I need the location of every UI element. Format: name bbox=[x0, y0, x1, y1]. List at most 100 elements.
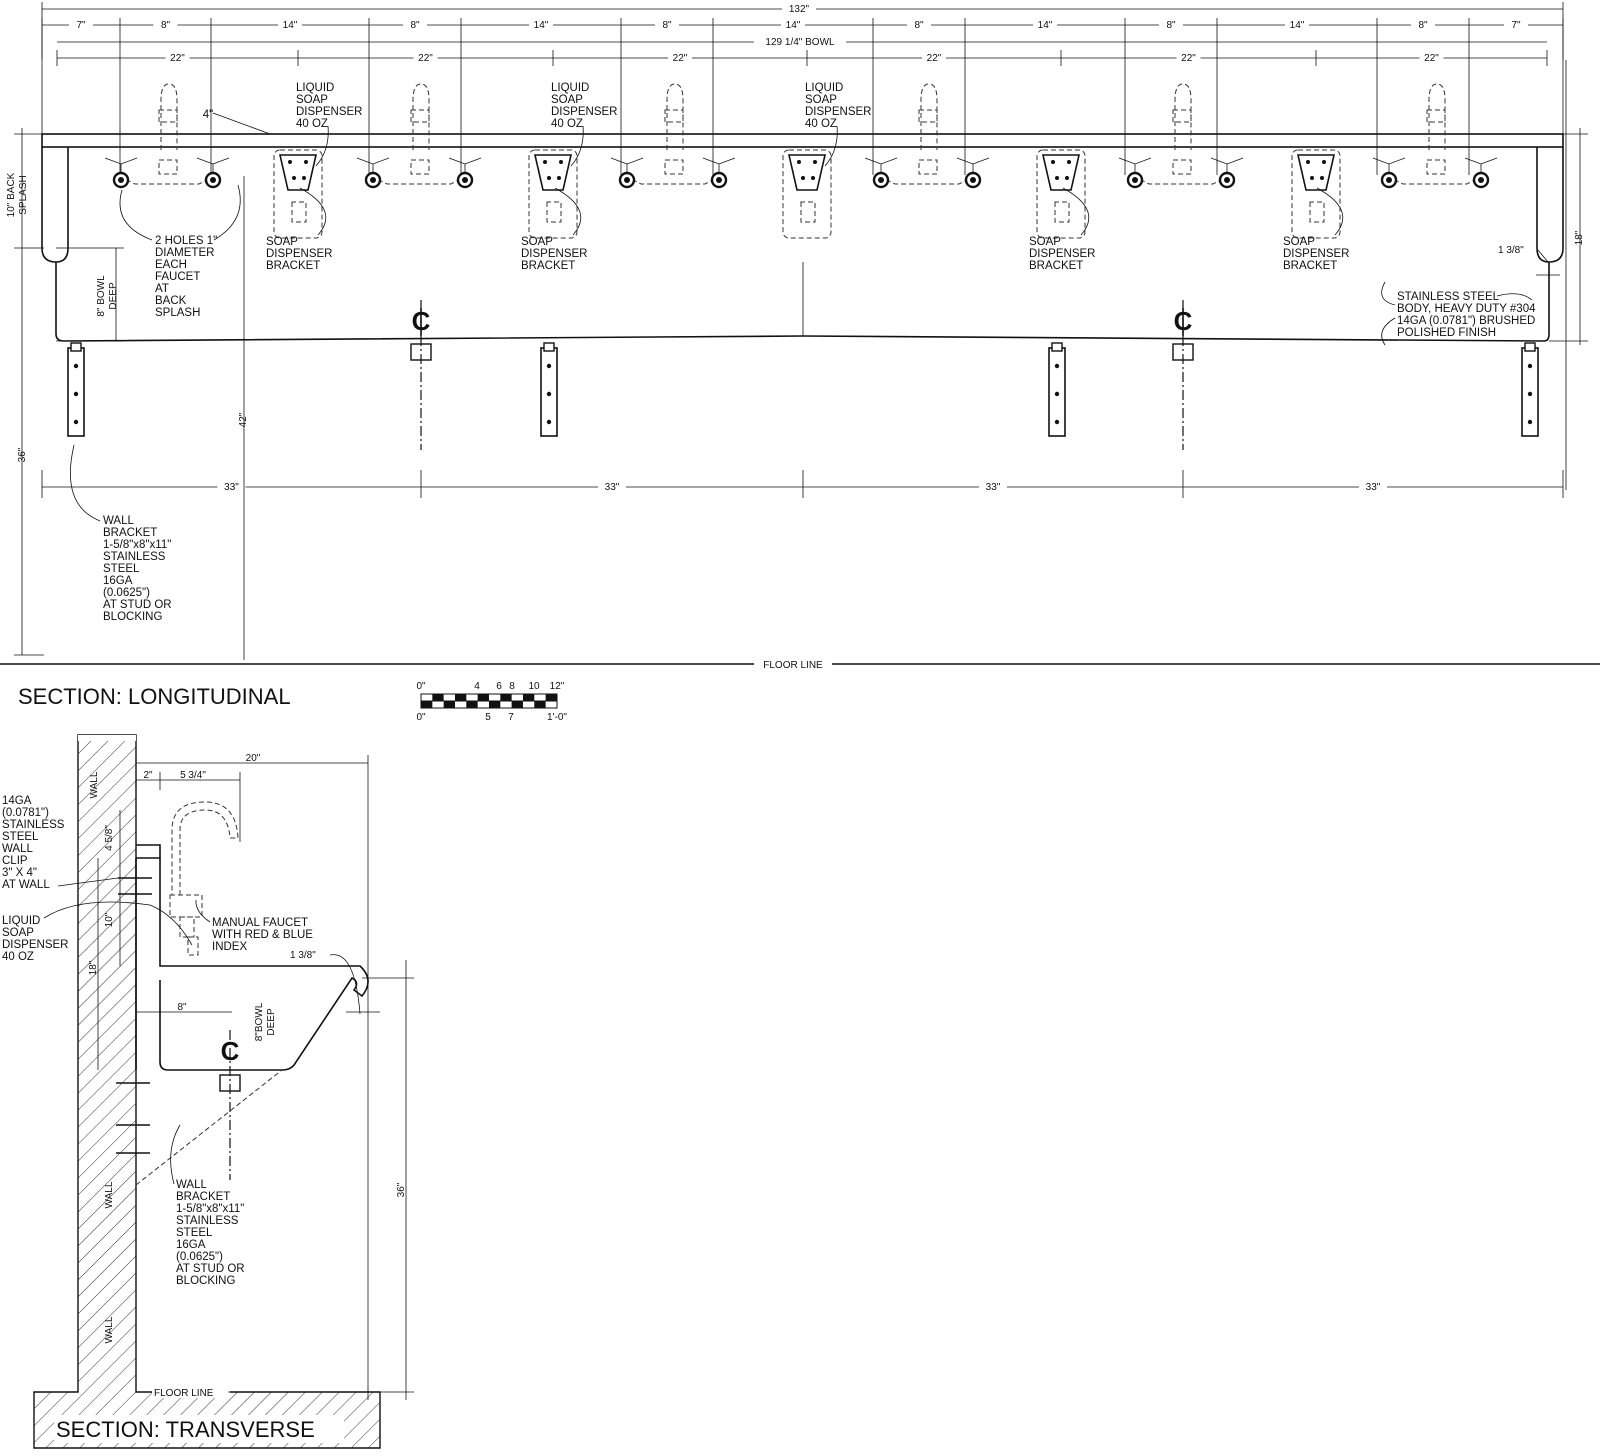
soap-dispenser-note: LIQUID SOAP DISPENSER 40 OZ bbox=[2, 901, 193, 963]
scale-bottom-label: 0" bbox=[416, 712, 426, 723]
svg-text:CLIP: CLIP bbox=[2, 855, 28, 867]
sink-body bbox=[41, 133, 1564, 342]
svg-text:STAINLESS STEEL: STAINLESS STEEL bbox=[1397, 291, 1500, 303]
height-36-dim: 36" bbox=[17, 447, 28, 462]
scale-top-label: 8 bbox=[509, 681, 515, 692]
svg-text:BRACKET: BRACKET bbox=[103, 527, 157, 539]
four-inch-label: 4" bbox=[203, 109, 213, 121]
svg-text:16GA: 16GA bbox=[103, 575, 133, 587]
svg-text:AT STUD OR: AT STUD OR bbox=[103, 599, 172, 611]
svg-text:3" X 4": 3" X 4" bbox=[2, 867, 37, 879]
bowl-dim-label: 129 1/4" BOWL bbox=[765, 37, 835, 48]
drain-centerlines: C C bbox=[410, 300, 1194, 450]
floor-line: FLOOR LINE bbox=[0, 660, 1600, 671]
longitudinal-section: 132" 7"8"14"8"14"8"14"8"14"8"14"8"7" 129… bbox=[0, 2, 1600, 709]
scale-bottom-label: 7 bbox=[508, 712, 514, 723]
soap-bracket-note-2: SOAP DISPENSER BRACKET bbox=[521, 187, 587, 272]
liquid-soap-note-2: LIQUID SOAP DISPENSER 40 OZ bbox=[551, 82, 617, 167]
faucet-spacing-label: 14" bbox=[1290, 20, 1305, 31]
transverse-section: WALL WALL WALL C 20" 2" bbox=[2, 734, 414, 1449]
svg-text:LIQUID: LIQUID bbox=[296, 82, 334, 94]
faucet bbox=[1118, 83, 1244, 189]
svg-text:(0.0781"): (0.0781") bbox=[2, 807, 49, 819]
bowl-dimension: 129 1/4" BOWL bbox=[57, 35, 1547, 48]
svg-text:DISPENSER: DISPENSER bbox=[551, 106, 617, 118]
svg-text:DISPENSER: DISPENSER bbox=[2, 939, 68, 951]
svg-text:2 HOLES 1": 2 HOLES 1" bbox=[155, 235, 217, 247]
scale-bottom-label: 1'-0" bbox=[547, 712, 567, 723]
svg-text:SOAP: SOAP bbox=[521, 236, 553, 248]
svg-text:WITH RED & BLUE: WITH RED & BLUE bbox=[212, 929, 313, 941]
left-vertical-dims: 10" BACK SPLASH 36" 42" 8" BOWL DEEP bbox=[6, 128, 249, 660]
svg-text:BLOCKING: BLOCKING bbox=[176, 1275, 235, 1287]
transverse-bracket-note: WALL BRACKET 1-5/8"x8"x11" STAINLESS STE… bbox=[170, 1124, 245, 1287]
back-splash-dim-2: SPLASH bbox=[18, 175, 29, 214]
svg-text:FAUCET: FAUCET bbox=[155, 271, 200, 283]
faucet-spacing-label: 14" bbox=[786, 20, 801, 31]
wall-bracket bbox=[1521, 342, 1539, 437]
svg-text:20": 20" bbox=[246, 753, 261, 764]
wall-bracket-group bbox=[67, 342, 1539, 437]
svg-text:DIAMETER: DIAMETER bbox=[155, 247, 214, 259]
scale-segment bbox=[500, 694, 512, 701]
station-spacing-label: 22" bbox=[170, 53, 185, 64]
wall-bracket bbox=[1048, 342, 1066, 437]
svg-text:2": 2" bbox=[143, 770, 153, 781]
transverse-notes: 14GA (0.0781") STAINLESS STEEL WALL CLIP… bbox=[2, 795, 344, 1443]
svg-text:40 OZ: 40 OZ bbox=[805, 118, 837, 130]
svg-text:8": 8" bbox=[177, 1002, 187, 1013]
scale-segment bbox=[421, 701, 433, 708]
svg-text:18": 18" bbox=[88, 960, 99, 975]
right-vertical-dims: 18" 1 3/8" bbox=[1498, 60, 1588, 490]
svg-text:40 OZ: 40 OZ bbox=[551, 118, 583, 130]
faucet-spacing-label: 8" bbox=[161, 20, 171, 31]
svg-text:WALL: WALL bbox=[103, 515, 134, 527]
svg-text:WALL: WALL bbox=[176, 1179, 207, 1191]
faucet-group bbox=[104, 83, 1498, 189]
soap-dispenser bbox=[1036, 149, 1086, 239]
svg-text:1-5/8"x8"x11": 1-5/8"x8"x11" bbox=[176, 1203, 244, 1215]
bracket-spacing-label: 33" bbox=[224, 482, 239, 493]
liquid-soap-note-3: LIQUID SOAP DISPENSER 40 OZ bbox=[805, 82, 871, 167]
svg-text:BRACKET: BRACKET bbox=[521, 260, 575, 272]
svg-text:BRACKET: BRACKET bbox=[266, 260, 320, 272]
svg-text:SOAP: SOAP bbox=[1283, 236, 1315, 248]
station-dims: 22"22"22"22"22"22" bbox=[56, 50, 1548, 66]
svg-text:STAINLESS: STAINLESS bbox=[2, 819, 65, 831]
svg-text:DISPENSER: DISPENSER bbox=[521, 248, 587, 260]
bracket-spacing-dims: 33"33"33"33" bbox=[41, 470, 1564, 498]
scale-top-label: 10 bbox=[528, 681, 540, 692]
svg-text:1 3/8": 1 3/8" bbox=[290, 950, 316, 961]
svg-text:BACK: BACK bbox=[155, 295, 187, 307]
scale-segment bbox=[522, 694, 535, 701]
faucet-spacing-label: 8" bbox=[410, 20, 420, 31]
faucet-spacing-label: 8" bbox=[1418, 20, 1428, 31]
svg-text:BRACKET: BRACKET bbox=[176, 1191, 230, 1203]
svg-text:BODY, HEAVY DUTY #304: BODY, HEAVY DUTY #304 bbox=[1397, 303, 1536, 315]
svg-text:16GA: 16GA bbox=[176, 1239, 206, 1251]
holes-note: 2 HOLES 1" DIAMETER EACH FAUCET AT BACK … bbox=[119, 184, 241, 319]
svg-text:36": 36" bbox=[396, 1182, 407, 1197]
svg-text:BRACKET: BRACKET bbox=[1283, 260, 1337, 272]
height-42-dim: 42" bbox=[238, 412, 249, 427]
overall-dim-label: 132" bbox=[789, 4, 810, 15]
bracket-spacing-label: 33" bbox=[605, 482, 620, 493]
svg-text:BLOCKING: BLOCKING bbox=[103, 611, 162, 623]
faucet-spacing-label: 8" bbox=[662, 20, 672, 31]
soap-dispenser bbox=[273, 149, 323, 239]
svg-text:40 OZ: 40 OZ bbox=[296, 118, 328, 130]
svg-text:SOAP: SOAP bbox=[1029, 236, 1061, 248]
scale-segment bbox=[454, 694, 467, 701]
svg-text:AT STUD OR: AT STUD OR bbox=[176, 1263, 245, 1275]
svg-text:AT WALL: AT WALL bbox=[2, 879, 50, 891]
scale-segment bbox=[432, 694, 444, 701]
svg-text:DISPENSER: DISPENSER bbox=[1029, 248, 1095, 260]
station-spacing-label: 22" bbox=[1181, 53, 1196, 64]
dispenser-group bbox=[273, 149, 1341, 239]
scale-segment bbox=[545, 694, 557, 701]
overall-dimension: 132" bbox=[41, 2, 1564, 60]
station-spacing-label: 22" bbox=[1424, 53, 1439, 64]
bowl-deep-dim-1: 8" BOWL bbox=[96, 275, 107, 317]
scale-segment bbox=[443, 701, 455, 708]
